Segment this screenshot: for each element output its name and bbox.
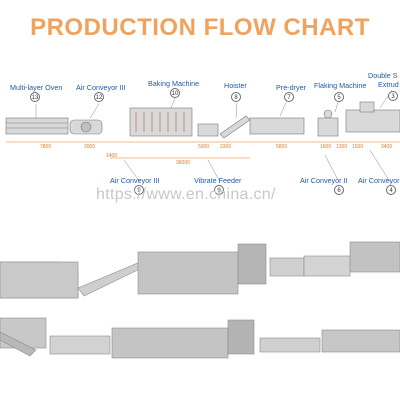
step-label: Air Conveyor III (76, 83, 126, 92)
step-number: 9 (134, 185, 144, 195)
dimension-label: 1600 (320, 144, 332, 150)
flow-line-machines (5, 101, 400, 139)
step-number: 7 (284, 92, 294, 102)
watermark-text: https://www.en.china.cn/ (96, 186, 276, 203)
dimension-label: 5800 (276, 144, 288, 150)
step-number: 4 (386, 185, 396, 195)
step-label: Multi-layer Oven (10, 83, 63, 92)
dimension-label: 3400 (381, 144, 393, 150)
page-title: PRODUCTION FLOW CHART (30, 14, 370, 41)
step-label: Air Conveyor II (300, 176, 348, 185)
step-number: 6 (334, 185, 344, 195)
step-number: 12 (94, 92, 104, 102)
step-label: Vibrate Feeder (194, 176, 242, 185)
step-label: Double S (368, 71, 398, 80)
dimension-label: 2000 (84, 144, 96, 150)
step-label: Pre-dryer (276, 83, 306, 92)
step-number: 5 (334, 92, 344, 102)
machine-photo (0, 241, 400, 359)
dimension-label: 5000 (198, 144, 210, 150)
step-number: 9 (214, 185, 224, 195)
step-label: Hoister (224, 81, 247, 90)
dimension-label: 1400 (106, 153, 118, 159)
step-number: 3 (388, 91, 398, 101)
dimension-total: 36000 (176, 160, 190, 166)
step-label: Flaking Machine (314, 81, 367, 90)
step-number: 10 (170, 88, 180, 98)
step-number: 8 (231, 92, 241, 102)
step-label: Extrud (378, 80, 399, 89)
step-label: Air Conveyor III (110, 176, 160, 185)
dimension-label: 2300 (220, 144, 232, 150)
dimension-label: 7800 (40, 144, 52, 150)
step-label: Baking Machine (148, 79, 200, 88)
dimension-label: 1500 (352, 144, 364, 150)
step-number: 13 (30, 92, 40, 102)
step-label: Air Conveyor (358, 176, 400, 185)
dimension-label: 1300 (336, 144, 348, 150)
